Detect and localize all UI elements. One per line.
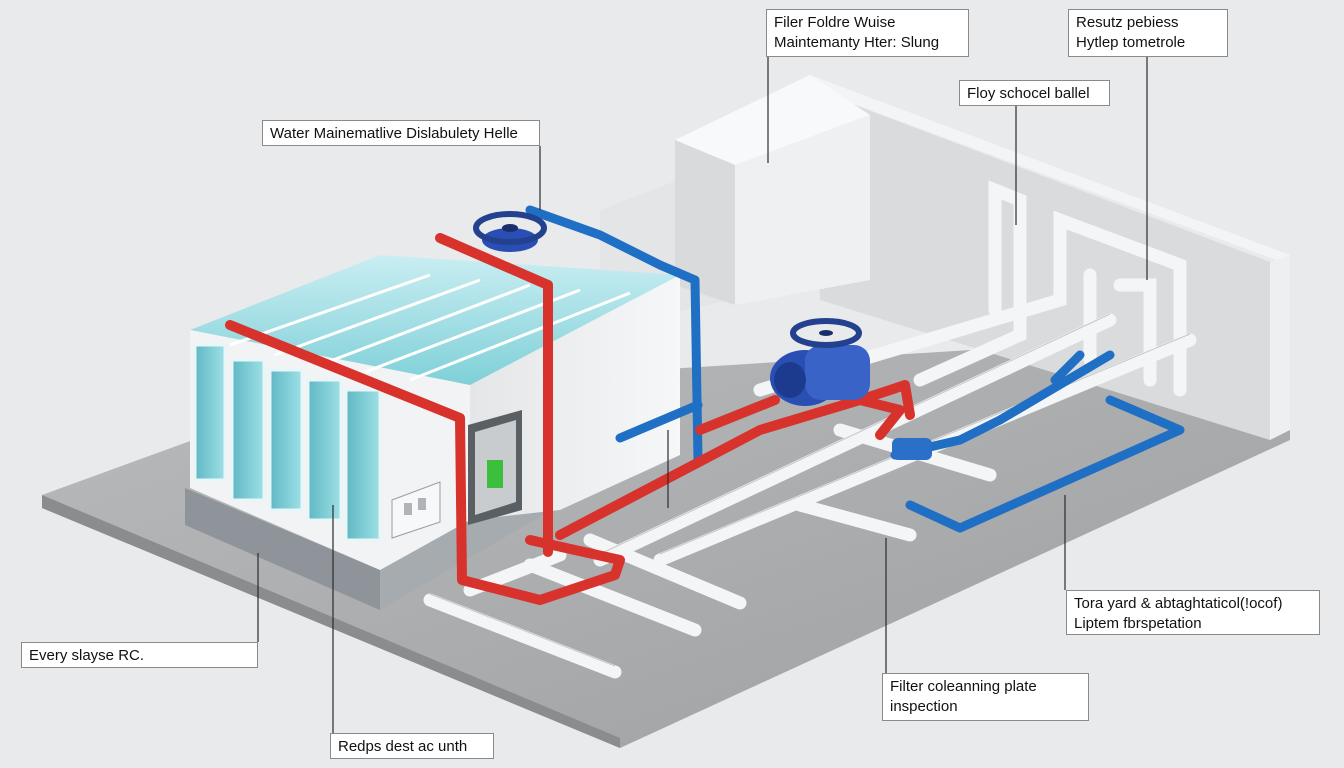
control-panel-icon <box>468 410 522 525</box>
callout-tora-yard: Tora yard & abtaghtaticol(!ocof) Liptem … <box>1066 590 1320 635</box>
callout-result-line1: Resutz pebiess <box>1076 14 1179 31</box>
pump-icon <box>770 318 932 460</box>
callout-filter-cleaning: Filter coleanning plate inspection <box>882 673 1089 721</box>
valve-handwheel-icon <box>473 211 547 252</box>
callout-water-maintenance-text: Water Mainematlive Dislabulety Helle <box>270 125 518 142</box>
callout-tora-yard-line1: Tora yard & abtaghtaticol(!ocof) <box>1074 595 1283 612</box>
callout-water-maintenance: Water Mainematlive Dislabulety Helle <box>262 120 540 146</box>
unit-right-face <box>470 275 680 520</box>
callout-redps-text: Redps dest ac unth <box>338 738 468 755</box>
callout-float-ball: Floy schocel ballel <box>959 80 1110 106</box>
back-wall-right-face <box>1270 255 1290 440</box>
floor-slab-edge <box>42 495 620 748</box>
water-tank-side <box>675 140 735 305</box>
callout-filter-cleaning-line2: inspection <box>890 698 958 715</box>
louver-panels <box>193 343 382 542</box>
leader-lines <box>257 57 1148 735</box>
callout-filter-cleaning-line1: Filter coleanning plate <box>890 678 1037 695</box>
callout-filter-folder-line1: Filer Foldre Wuise <box>774 14 896 31</box>
callout-filter-folder: Filer Foldre Wuise Maintemanty Hter: Slu… <box>766 9 969 57</box>
callout-redps: Redps dest ac unth <box>330 733 494 759</box>
callout-every: Every slayse RC. <box>21 642 258 668</box>
callout-result: Resutz pebiess Hytlep tometrole <box>1068 9 1228 57</box>
callout-result-line2: Hytlep tometrole <box>1076 34 1186 51</box>
callout-tora-yard-line2: Liptem fbrspetation <box>1074 615 1202 632</box>
callout-every-text: Every slayse RC. <box>29 647 145 664</box>
red-pipes <box>225 233 915 605</box>
electrical-box-icon <box>391 481 441 539</box>
callout-filter-folder-line2: Maintemanty Hter: Slung <box>774 34 940 51</box>
water-tank-front <box>735 115 870 305</box>
water-tank-top <box>675 75 870 165</box>
unit-plinth-front <box>185 488 380 610</box>
callout-float-ball-text: Floy schocel ballel <box>967 85 1090 102</box>
